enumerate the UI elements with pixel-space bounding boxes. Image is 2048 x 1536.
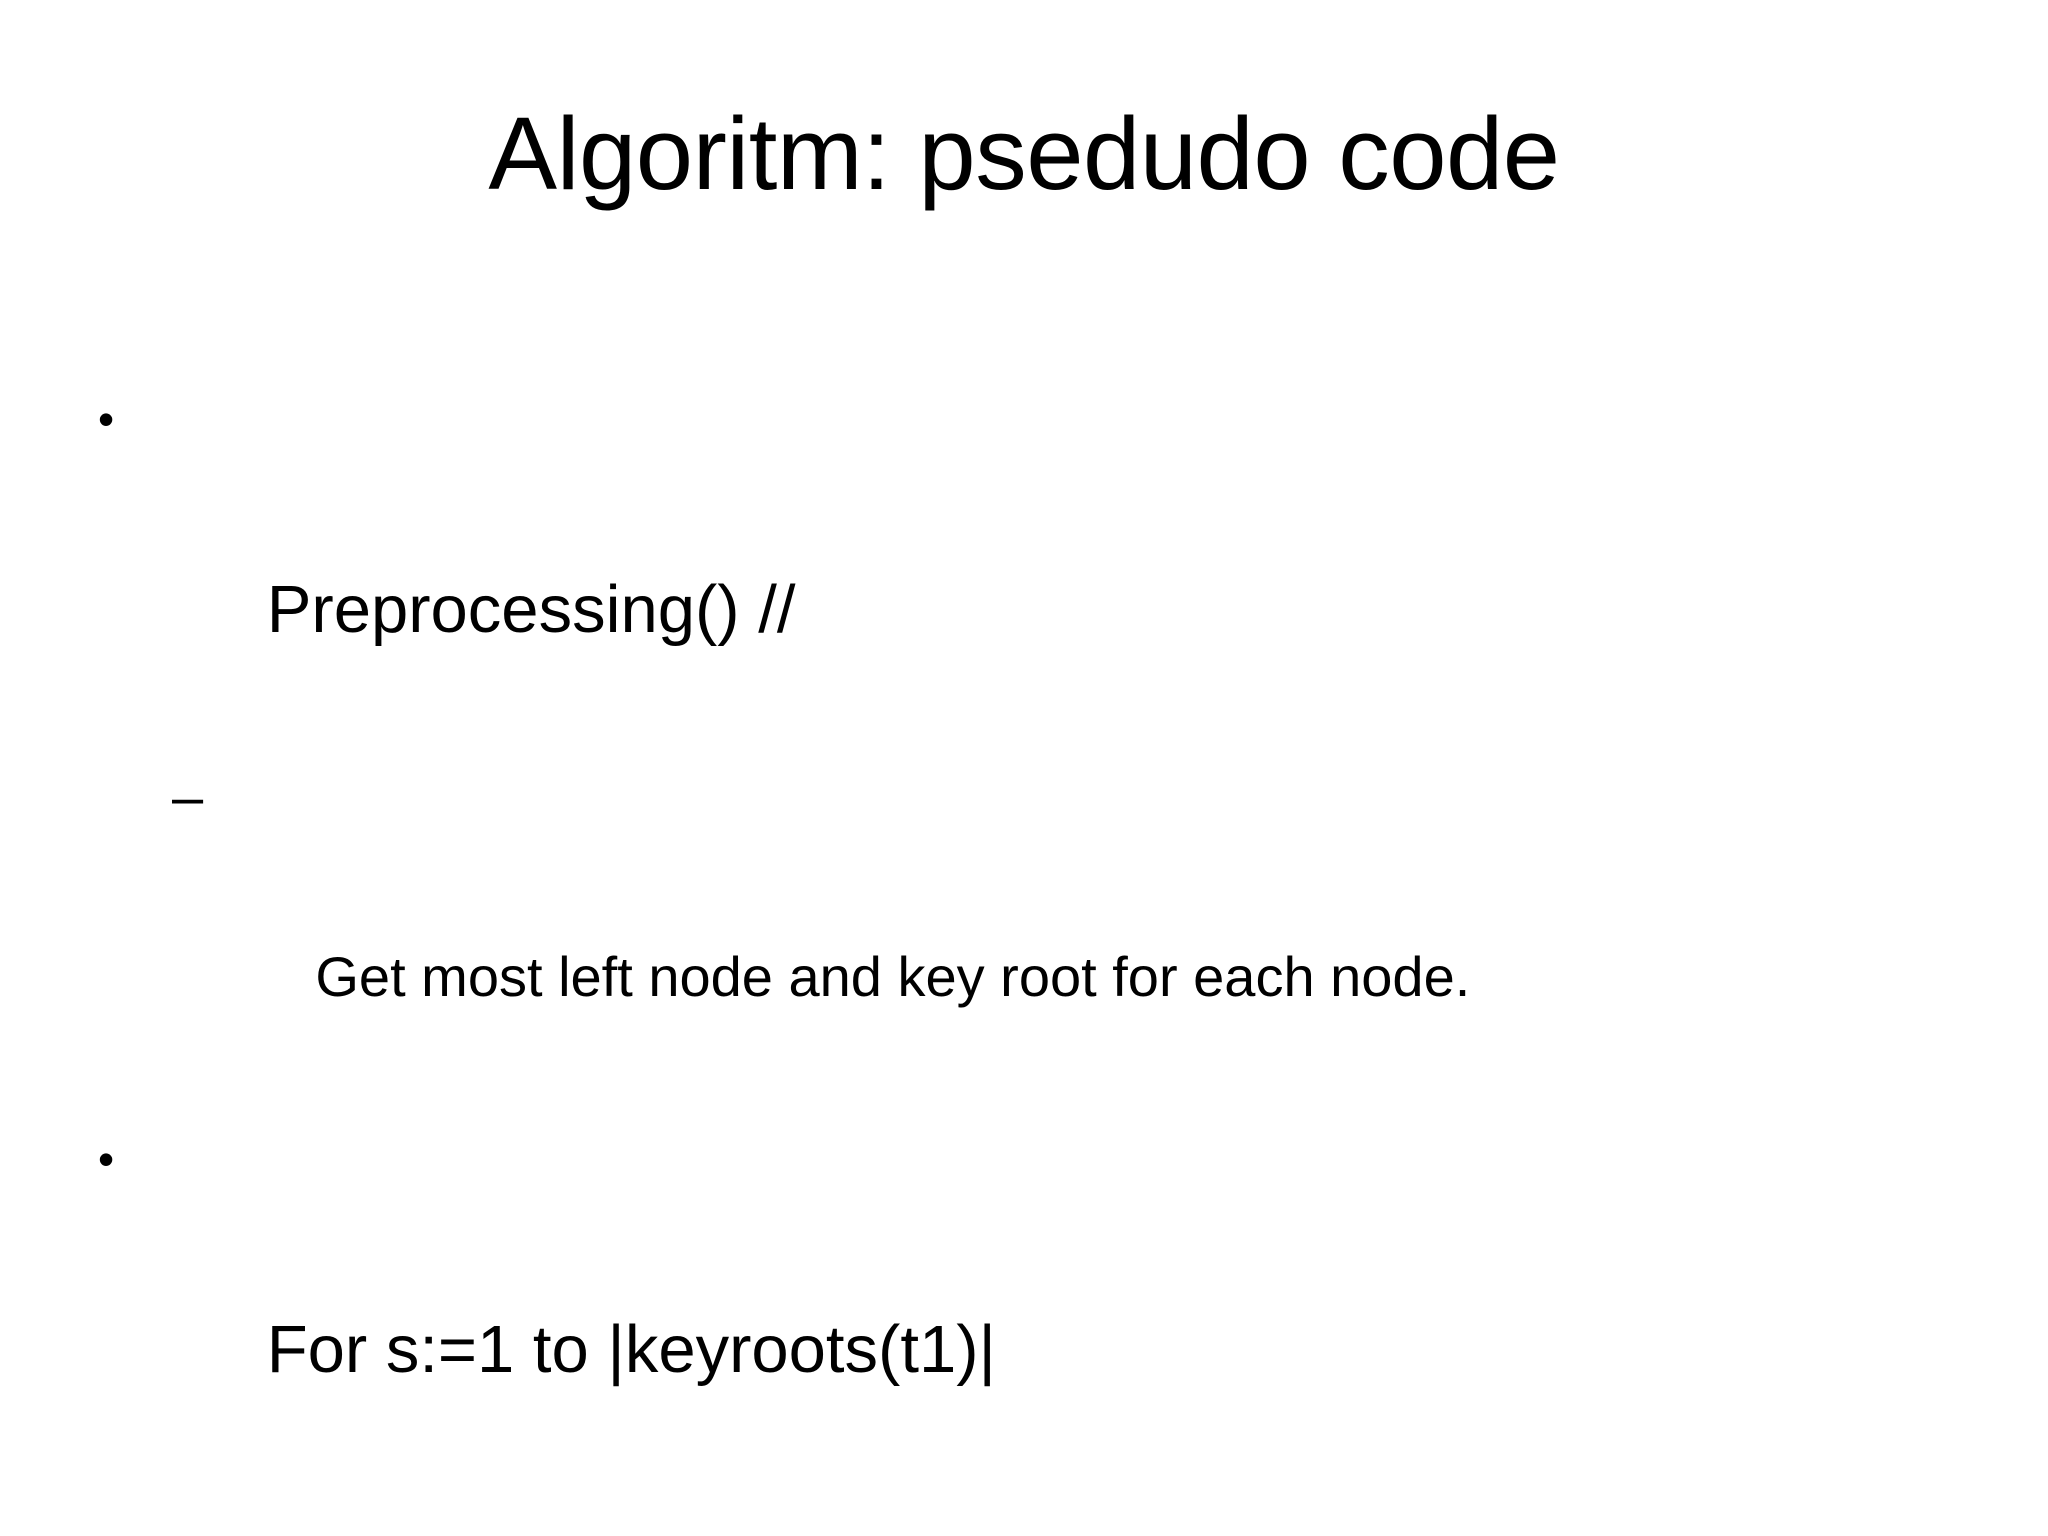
sub-bullet-list-item: – Get most left node and key root for ea… bbox=[0, 752, 2048, 1112]
bullet-list-item: • Preprocessing() // bbox=[0, 372, 2048, 752]
bullet-point-icon: • bbox=[98, 1133, 115, 1185]
bullet-point-icon: • bbox=[98, 393, 115, 445]
bullet-item-text: For s:=1 to |keyroots(t1)| bbox=[266, 1312, 996, 1387]
bullet-item-text: Preprocessing() // bbox=[266, 572, 796, 647]
pseudocode-line: for t:= 1 to |keyroots(t2)| bbox=[0, 1492, 2048, 1536]
bullet-list-item: • For s:=1 to |keyroots(t1)| bbox=[0, 1112, 2048, 1492]
slide-title: Algoritm: psedudo code bbox=[488, 96, 1560, 211]
slide-body: • Preprocessing() // – Get most left nod… bbox=[0, 372, 2048, 1472]
dash-bullet-icon: – bbox=[172, 765, 204, 828]
sub-bullet-item-text: Get most left node and key root for each… bbox=[315, 945, 1471, 1008]
